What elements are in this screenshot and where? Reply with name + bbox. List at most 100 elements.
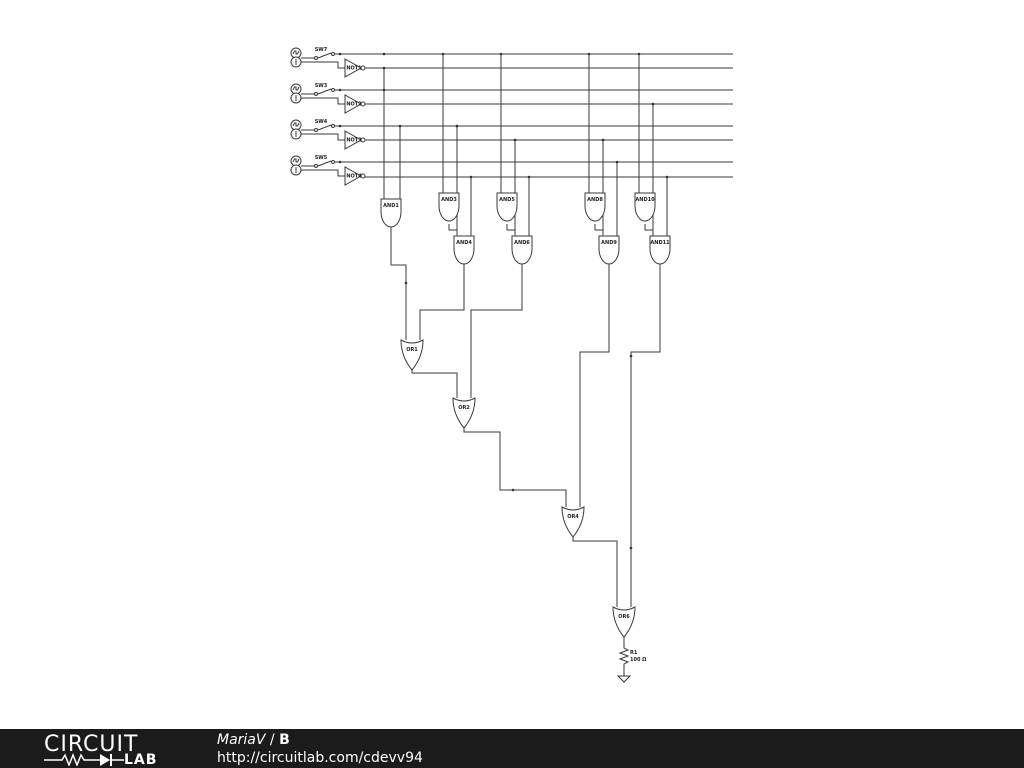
wire bbox=[470, 264, 523, 398]
and-gate-label: AND3 bbox=[441, 197, 457, 203]
resistor-icon bbox=[618, 645, 630, 676]
resistor-value-label: 100 Ω bbox=[630, 657, 647, 663]
junction-dot bbox=[338, 124, 342, 128]
resistor-name-label: R1 bbox=[630, 650, 638, 656]
junction-dot bbox=[338, 160, 342, 164]
and-gate-label: AND1 bbox=[383, 203, 399, 209]
and-gate bbox=[598, 235, 620, 265]
switch-contact bbox=[331, 160, 335, 164]
wire bbox=[301, 133, 345, 141]
author-link[interactable]: MariaV bbox=[217, 732, 266, 748]
junction-dot bbox=[382, 66, 386, 70]
and-gate-label: AND5 bbox=[499, 197, 515, 203]
wire bbox=[644, 224, 654, 236]
switch-label: SW5 bbox=[315, 155, 328, 161]
or-gate bbox=[400, 339, 424, 371]
junction-dot bbox=[651, 102, 655, 106]
or-gate-label: OR2 bbox=[458, 405, 470, 411]
switch-contact bbox=[314, 164, 318, 168]
switch-contact bbox=[314, 92, 318, 96]
switch-contact bbox=[314, 56, 318, 60]
junction-dot bbox=[404, 281, 408, 285]
wire bbox=[579, 264, 610, 507]
switch-contact bbox=[331, 124, 335, 128]
wire bbox=[506, 224, 516, 236]
switch-blade bbox=[317, 52, 332, 59]
wire bbox=[572, 537, 618, 607]
and-gate-label: AND4 bbox=[456, 240, 472, 246]
switch-label: SW4 bbox=[315, 119, 328, 125]
junction-dot bbox=[382, 88, 386, 92]
wire bbox=[630, 264, 661, 607]
wire bbox=[594, 224, 604, 236]
wire bbox=[411, 370, 458, 398]
title-line: MariaV / B bbox=[217, 731, 423, 749]
junction-dot bbox=[513, 138, 517, 142]
inverter-bubble bbox=[360, 173, 366, 179]
junction-dot bbox=[629, 354, 633, 358]
switch-blade bbox=[317, 124, 332, 131]
and-gate-label: AND10 bbox=[635, 197, 655, 203]
wire bbox=[301, 61, 345, 69]
wire bbox=[390, 227, 407, 340]
switch-label: SW3 bbox=[315, 83, 328, 89]
or-gate-label: OR4 bbox=[567, 514, 579, 520]
junction-dot bbox=[511, 488, 515, 492]
junction-dot bbox=[601, 138, 605, 142]
square-wave-glyph bbox=[292, 50, 300, 55]
junction-dot bbox=[469, 175, 473, 179]
junction-dot bbox=[615, 160, 619, 164]
and-gate-label: AND6 bbox=[514, 240, 530, 246]
junction-dot bbox=[499, 52, 503, 56]
junction-dot bbox=[441, 52, 445, 56]
junction-dot bbox=[637, 52, 641, 56]
switch-contact bbox=[331, 52, 335, 56]
circuit-url[interactable]: http://circuitlab.com/cdevv94 bbox=[217, 750, 423, 766]
wire bbox=[419, 264, 465, 340]
and-gate-label: AND8 bbox=[587, 197, 603, 203]
and-gate bbox=[511, 235, 533, 265]
title-separator: / bbox=[265, 732, 280, 748]
square-wave-glyph bbox=[292, 122, 300, 127]
circuit-title: B bbox=[279, 732, 290, 748]
footer-bar: CIRCUIT LAB MariaV / B http://circuitlab… bbox=[0, 729, 1024, 768]
ground-icon bbox=[616, 675, 632, 683]
not-gate-label: NOT3 bbox=[346, 138, 362, 144]
not-gate bbox=[344, 166, 363, 186]
switch-label: SW7 bbox=[315, 47, 328, 53]
junction-dot bbox=[338, 88, 342, 92]
and-gate bbox=[584, 192, 606, 222]
and-gate bbox=[380, 198, 402, 228]
or-gate bbox=[612, 606, 636, 638]
not-gate bbox=[344, 130, 363, 150]
not-gate bbox=[344, 94, 363, 114]
switch-blade bbox=[317, 160, 332, 167]
junction-dot bbox=[527, 175, 531, 179]
and-gate-label: AND11 bbox=[650, 240, 670, 246]
square-wave-glyph bbox=[292, 158, 300, 163]
attribution: MariaV / B http://circuitlab.com/cdevv94 bbox=[217, 731, 423, 767]
wire bbox=[301, 169, 345, 177]
and-gate bbox=[496, 192, 518, 222]
and-gate bbox=[438, 192, 460, 222]
junction-dot bbox=[338, 52, 342, 56]
not-gate bbox=[344, 58, 363, 78]
or-gate bbox=[452, 397, 476, 429]
and-gate bbox=[649, 235, 671, 265]
wire bbox=[448, 224, 458, 236]
switch-contact bbox=[331, 88, 335, 92]
and-gate bbox=[453, 235, 475, 265]
and-gate-label: AND9 bbox=[601, 240, 617, 246]
wire bbox=[301, 97, 345, 105]
or-gate bbox=[561, 506, 585, 538]
junction-dot bbox=[398, 124, 402, 128]
switch-blade bbox=[317, 88, 332, 95]
junction-dot bbox=[587, 52, 591, 56]
not-gate-label: NOT1 bbox=[346, 66, 362, 72]
logo-circuit-icon bbox=[44, 752, 124, 766]
not-gate-label: NOT4 bbox=[346, 174, 362, 180]
not-gate-label: NOT2 bbox=[346, 102, 362, 108]
circuitlab-logo[interactable]: CIRCUIT LAB bbox=[40, 732, 180, 768]
or-gate-label: OR1 bbox=[406, 347, 418, 353]
